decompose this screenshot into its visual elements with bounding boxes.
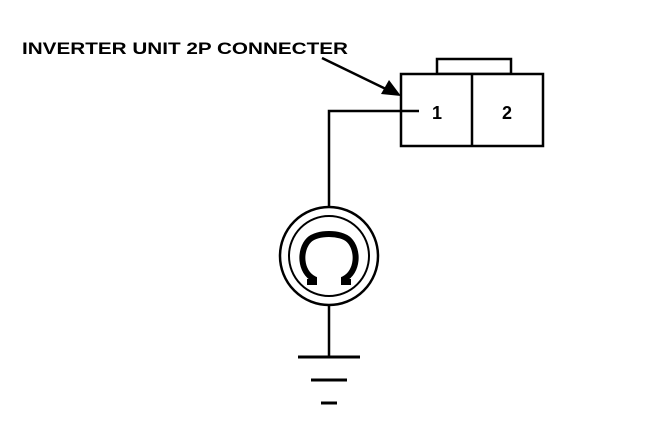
ohmmeter-icon [278,205,380,307]
leader-arrow [321,56,401,96]
connector-latch [435,57,513,76]
test-lead-wire [327,109,419,207]
omega-symbol-icon [299,231,359,285]
ground-icon [298,355,360,405]
connector-label: INVERTER UNIT 2P CONNECTER [22,39,348,58]
inverter-connector: 1 2 [399,57,545,148]
pin-2-label: 2 [502,103,512,123]
pin-1-label: 1 [432,103,442,123]
